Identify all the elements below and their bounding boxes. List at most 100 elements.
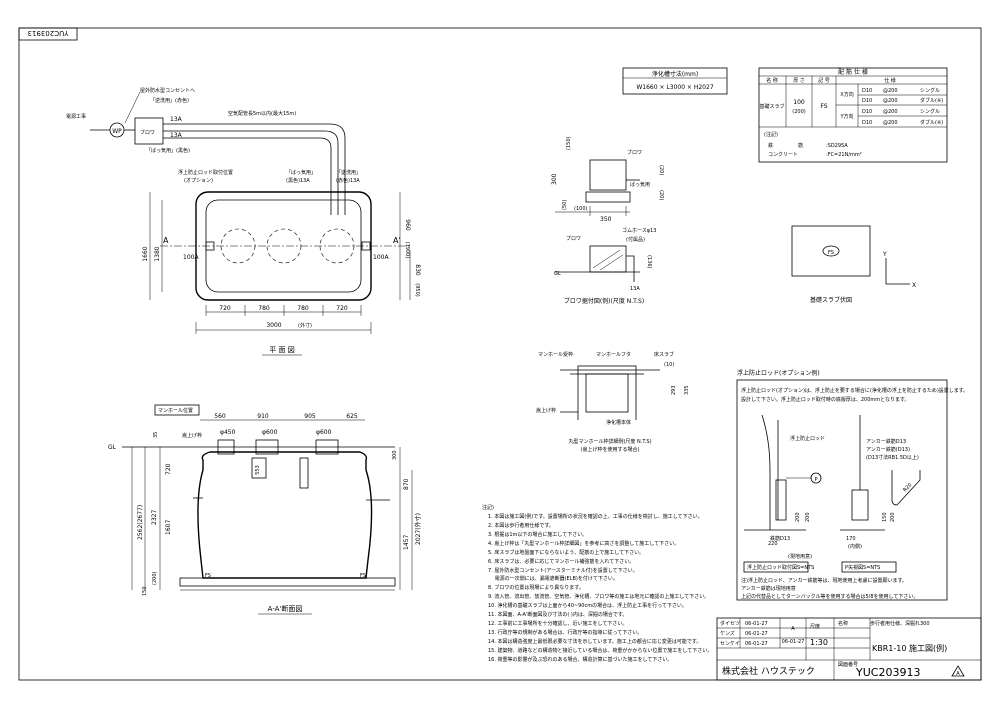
tag-air: 「ばっ気用」(黒色) — [146, 147, 190, 154]
sec-fs-right: FS — [360, 573, 366, 579]
back-tag2-sub: (赤色)13A — [336, 177, 360, 184]
rebar-steel-label: 鉄 筋 — [768, 142, 803, 149]
float-text1: 浮上防止ロッド(オプション)は、浮上防止を要する場合に(浄化槽の浮上を防止するた… — [741, 387, 968, 394]
tb-model: KBR1-10 施工図(例) — [872, 643, 947, 653]
blower-label: ブロワ — [140, 129, 155, 136]
sec-fs-left: FS — [205, 573, 211, 579]
slab-diagram: FS Y X 基礎スラブ伏図 — [791, 225, 916, 304]
note-6: 6. 床スラブは、必要に応じてマンホール補強筋を入れて下さい。 — [488, 558, 634, 565]
float-200a: 200 — [795, 512, 801, 522]
code-tab-text: YUC203913 — [27, 29, 69, 37]
mark-a: A — [163, 236, 169, 245]
note-13: 13. 行政庁等の規制がある場合は、行政庁等の指導に従って下さい。 — [488, 629, 642, 636]
float-title: 浮上防止ロッド(オプション例) — [737, 369, 820, 377]
bl-150: (150) — [566, 137, 572, 150]
rebar-row-name: 基礎スラブ — [759, 103, 784, 110]
plan-total-width-note: (外寸) — [298, 322, 312, 329]
rebar-concrete-label: コンクリート — [768, 152, 798, 158]
rebar-r2-t: ダブル(※) — [920, 97, 943, 104]
sec-left-200: (200) — [152, 572, 158, 585]
power-label: 電源工事 — [66, 113, 86, 120]
rebar-r3-p: @200 — [883, 109, 898, 115]
tb-role-2: ケンズ — [720, 630, 735, 637]
float-anchor-spec: (D13寸法RB1.5D以上) — [866, 454, 919, 461]
mh-335: 335 — [684, 385, 690, 395]
rebar-r2-p: @200 — [883, 98, 898, 104]
manhole-detail: マンホール受枠 マンホールフタ 床スラブ 嵩上げ枠 浄化槽本体 293 335 … — [536, 351, 690, 453]
note-12: 12. 工事前に工事場所を十分確認し、近い施工をして下さい。 — [488, 620, 627, 627]
sec-right-1457: 1457 — [403, 535, 410, 550]
back-tag2: 「逆洗用」 — [336, 169, 361, 176]
rebar-col-name: 名 称 — [766, 77, 778, 84]
rebar-r4-d: D10 — [862, 120, 872, 126]
sec-left-1607: 1607 — [165, 520, 172, 535]
rebar-r1-p: @200 — [883, 88, 898, 94]
rebar-col-thickness: 厚 さ — [793, 77, 805, 84]
float-note1: 注)浮上防止ロッド、アンカー鉄筋等は、現地使用上考慮に設置願います。 — [741, 577, 907, 584]
bl-20a: (20) — [658, 165, 664, 175]
rebar-r4-t: ダブル(※) — [920, 119, 943, 126]
mh-caption-sub: (嵩上げ枠を使用する場合) — [581, 446, 640, 453]
rebar-table: 配 筋 仕 様 名 称 厚 さ 記 号 仕 様 基礎スラブ 100 (200) … — [758, 67, 948, 163]
note-8: 8. ブロワの位置は現場により異なります。 — [488, 584, 584, 591]
plan-dim-3: 780 — [297, 305, 309, 312]
mark-a2: A' — [393, 236, 401, 245]
tb-company: 株式会社 ハウステック — [722, 665, 815, 677]
sec-left-2327: 2327 — [151, 510, 158, 525]
notes-block: 注記) 1. 本図は施工図(例)です。設置場所の状況を確認の上、工事の仕様を検討… — [482, 504, 712, 663]
tb-name-main: 歩行者用仕様、深掘れ300 — [870, 620, 930, 627]
sec-left-35: 35 — [153, 432, 159, 438]
mh-raise: 嵩上げ枠 — [536, 407, 556, 414]
bl-air: ばっ気用 — [630, 181, 650, 188]
bl-hose: ゴムホースφ13 — [622, 227, 656, 234]
section-caption: A-A'断面図 — [268, 604, 303, 613]
sec-dim-2: 910 — [257, 413, 269, 420]
spec-value: W1660 × L3000 × H2027 — [636, 84, 713, 91]
float-r20: R20 — [902, 482, 913, 493]
float-anchor-label: アンカー鉄筋D13 — [866, 438, 906, 445]
sec-raise-frame: 嵩上げ枠 — [182, 432, 202, 439]
pipe-13a-1: 13A — [170, 116, 183, 123]
air-pipe-note: 空気配管長5m以内(最大15m) — [228, 110, 296, 117]
float-note2: アンカー鉄筋は現地用意 — [741, 585, 796, 592]
sec-right-300: 300 — [392, 450, 398, 460]
air-tag2-sub: (黒色)13A — [286, 177, 310, 184]
float-anchor-d13: 鉄筋D13 — [770, 535, 790, 542]
tb-code: YUC203913 — [855, 666, 920, 679]
tag-aeration: 「逆洗用」(赤色) — [150, 97, 189, 104]
note-14: 14. 本図は構造強度上最低限必要な寸法を示しています。施工上の都合に応じ変更は… — [488, 638, 701, 645]
bl-350: 350 — [600, 216, 612, 223]
float-rod-detail: 浮上防止ロッド(オプション例) 浮上防止ロッド(オプション)は、浮上防止を要する… — [736, 369, 968, 601]
plan-caption: 平 面 図 — [269, 346, 294, 354]
pipe-13a-2: 13A — [170, 132, 183, 139]
sheet-border — [18, 27, 982, 681]
note-10: 10. 浄化槽の基礎スラブは上面から40~90cmの場合は、浮上防止工事を行って… — [488, 602, 687, 609]
note-5: 5. 床スラブは地盤面下にならないよう、配筋の上で施工して下さい。 — [488, 549, 644, 556]
blower-detail: (150) 300 (50) (100) 350 (20) (20) ブロワ ば… — [551, 137, 664, 305]
rebar-col-spec: 仕 様 — [884, 77, 896, 84]
sec-right-2027: 2027(外寸) — [414, 513, 422, 545]
wp-label: WP — [112, 128, 122, 135]
rebar-notes-title: (注記) — [764, 131, 778, 138]
note-2: 2. 本図は歩行者用仕様です。 — [488, 522, 554, 529]
mh-caption: 丸型マンホール枠詳細例(尺度 N.T.S) — [568, 438, 651, 445]
note-4: 4. 嵩上げ枠は「丸型マンホール枠詳細図」を参考に高さを調整して施工して下さい。 — [488, 540, 679, 547]
tank-section-body — [197, 451, 373, 579]
rebar-concrete: :FC=21N/mm² — [826, 152, 862, 158]
float-mount-label: 浮上防止ロッド取付位置 — [178, 169, 233, 176]
plan-dim-4: 720 — [336, 305, 348, 312]
tb-role-1: ダイセツ — [720, 620, 740, 627]
rebar-steel: :SD295A — [826, 143, 848, 149]
slab-x: X — [912, 282, 916, 289]
note-11: 11. 本図面、A-A'断面図及び寸法の( )内は、深掘の場合です。 — [488, 611, 627, 618]
bl-blower1: ブロワ — [627, 149, 642, 156]
rebar-r2-d: D10 — [862, 98, 872, 104]
mh-293: 293 — [671, 385, 677, 395]
slab-label: FS — [828, 250, 834, 256]
slab-rect — [791, 225, 871, 277]
spec-table: 浄化槽寸法(mm) W1660 × L3000 × H2027 — [622, 67, 728, 95]
mh-10: (10) — [664, 362, 674, 368]
bl-13a: 13A — [630, 286, 640, 292]
code-tab-box — [18, 27, 78, 41]
